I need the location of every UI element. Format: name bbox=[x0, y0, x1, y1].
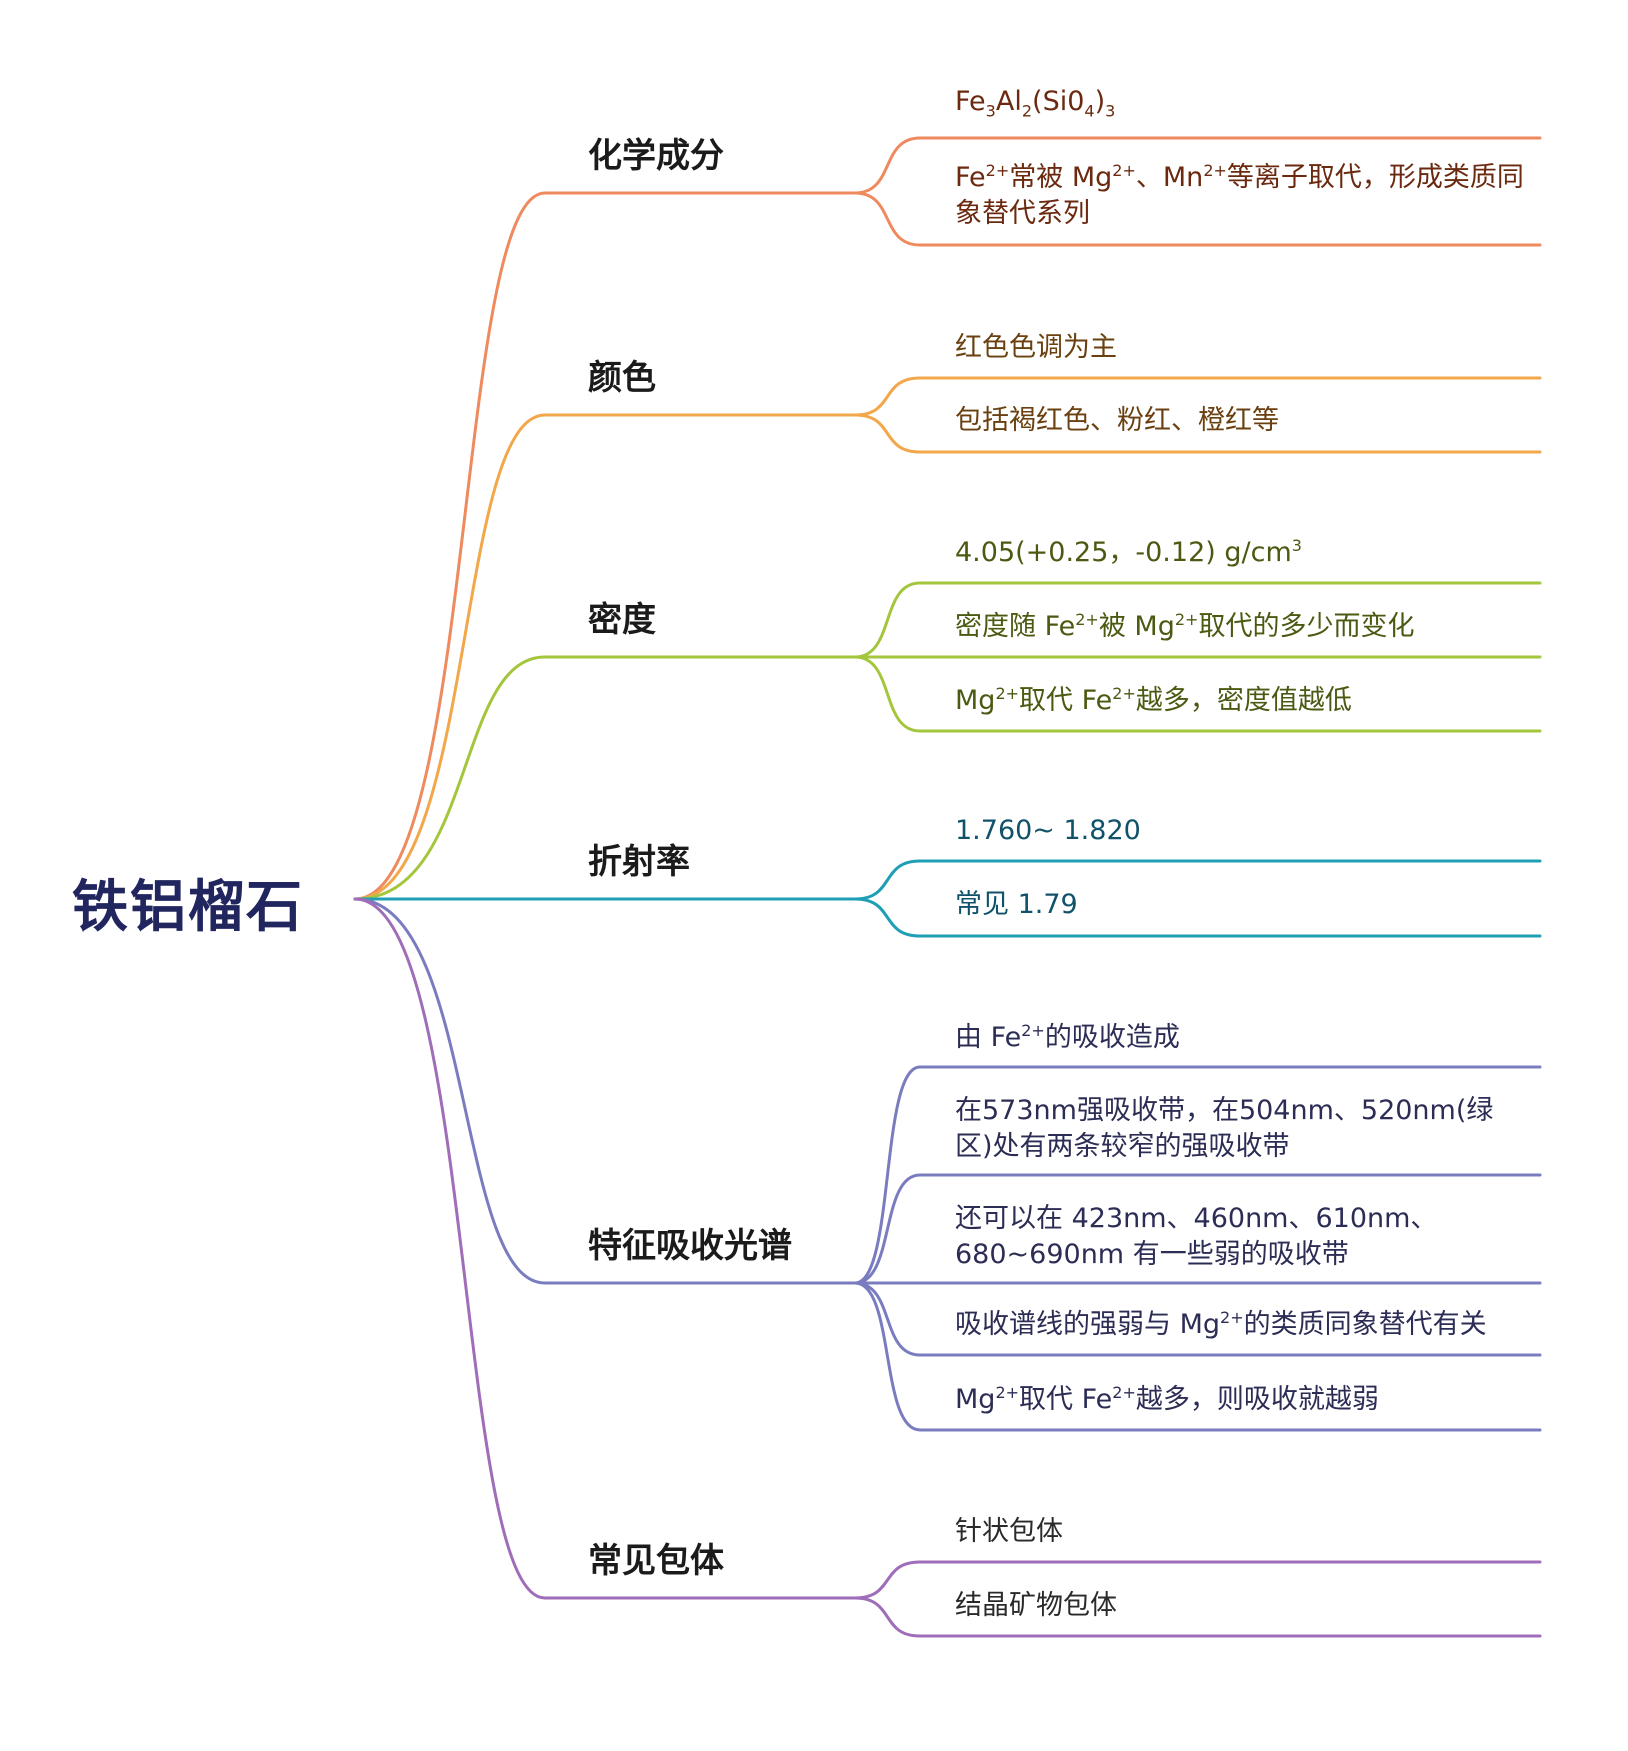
leaf-text-density-0: 4.05(+0.25，-0.12) g/cm3 bbox=[955, 535, 1525, 571]
leaf-text-segment: Al bbox=[995, 86, 1022, 117]
leaf-text-density-1: 密度随 Fe2+被 Mg2+取代的多少而变化 bbox=[955, 609, 1525, 645]
leaf-text-segment: 密度随 Fe bbox=[955, 611, 1076, 642]
leaf-text-segment: 2+ bbox=[995, 1383, 1020, 1402]
leaf-text-chemistry-1: Fe2+常被 Mg2+、Mn2+等离子取代，形成类质同象替代系列 bbox=[955, 160, 1525, 232]
leaf-text-segment: ) bbox=[1094, 86, 1106, 117]
leaf-text-segment: 的类质同象替代有关 bbox=[1243, 1309, 1487, 1340]
leaf-text-segment: 红色色调为主 bbox=[955, 332, 1117, 363]
leaf-text-segment: 等离子取代，形成类质同象替代系列 bbox=[955, 162, 1524, 229]
leaf-text-inclusions-1: 结晶矿物包体 bbox=[955, 1588, 1525, 1624]
leaf-text-absorption-spectrum-2: 还可以在 423nm、460nm、610nm、680~690nm 有一些弱的吸收… bbox=[955, 1201, 1525, 1273]
leaf-text-segment: 2+ bbox=[1112, 684, 1136, 703]
branch-label-density: 密度 bbox=[588, 600, 656, 640]
connector-root-to-inclusions bbox=[353, 897, 547, 1600]
leaf-text-segment: 2+ bbox=[1220, 1308, 1244, 1327]
leaf-line-refractive-index-0 bbox=[853, 859, 1542, 901]
leaf-text-segment: 被 Mg bbox=[1098, 611, 1175, 642]
leaf-text-segment: 2+ bbox=[985, 161, 1010, 180]
leaf-line-inclusions-0 bbox=[853, 1560, 1542, 1600]
leaf-text-inclusions-0: 针状包体 bbox=[955, 1514, 1525, 1550]
leaf-line-absorption-spectrum-1 bbox=[853, 1173, 1542, 1285]
leaf-text-segment: 2+ bbox=[1075, 610, 1099, 629]
leaf-line-chemistry-0 bbox=[853, 136, 1542, 195]
leaf-text-segment: (Si0 bbox=[1032, 86, 1085, 117]
leaf-line-refractive-index-1 bbox=[853, 897, 1542, 938]
leaf-text-segment: 由 Fe bbox=[955, 1022, 1022, 1053]
leaf-text-segment: 2+ bbox=[1203, 161, 1227, 180]
leaf-text-segment: 包括褐红色、粉红、橙红等 bbox=[955, 405, 1279, 436]
leaf-text-absorption-spectrum-4: Mg2+取代 Fe2+越多，则吸收就越弱 bbox=[955, 1382, 1525, 1418]
leaf-text-segment: 2+ bbox=[1021, 1021, 1045, 1040]
leaf-text-segment: 3 bbox=[985, 101, 996, 121]
leaf-text-segment: 常被 Mg bbox=[1009, 162, 1113, 193]
leaf-line-density-2 bbox=[853, 655, 1542, 733]
branch-label-inclusions: 常见包体 bbox=[588, 1541, 724, 1581]
leaf-text-segment: 针状包体 bbox=[955, 1516, 1063, 1547]
leaf-text-segment: 取代的多少而变化 bbox=[1198, 611, 1415, 642]
leaf-text-segment: 取代 Fe bbox=[1019, 1384, 1113, 1415]
leaf-text-segment: 2 bbox=[1021, 101, 1033, 121]
branch-label-chemistry: 化学成分 bbox=[588, 136, 724, 176]
leaf-text-segment: 在573nm强吸收带，在504nm、520nm(绿区)处有两条较窄的强吸收带 bbox=[955, 1095, 1494, 1162]
connector-root-to-density bbox=[353, 655, 547, 901]
leaf-text-segment: 1.760~ 1.820 bbox=[955, 815, 1141, 846]
leaf-text-segment: Fe bbox=[955, 86, 986, 117]
leaf-text-segment: 4.05(+0.25，-0.12) g/cm bbox=[955, 537, 1292, 568]
leaf-line-absorption-spectrum-3 bbox=[853, 1281, 1542, 1357]
leaf-line-absorption-spectrum-0 bbox=[853, 1065, 1542, 1285]
leaf-text-segment: 常见 1.79 bbox=[955, 889, 1078, 920]
leaf-line-color-0 bbox=[853, 376, 1542, 417]
leaf-text-chemistry-0: Fe3Al2(Si04)3 bbox=[955, 84, 1525, 120]
leaf-text-absorption-spectrum-0: 由 Fe2+的吸收造成 bbox=[955, 1020, 1525, 1056]
leaf-text-refractive-index-1: 常见 1.79 bbox=[955, 887, 1525, 923]
connector-root-to-absorption-spectrum bbox=[353, 897, 547, 1285]
leaf-line-density-0 bbox=[853, 581, 1542, 659]
leaf-text-absorption-spectrum-3: 吸收谱线的强弱与 Mg2+的类质同象替代有关 bbox=[955, 1307, 1525, 1343]
leaf-text-segment: Mg bbox=[955, 685, 996, 716]
leaf-text-segment: 越多，密度值越低 bbox=[1135, 685, 1352, 716]
leaf-line-chemistry-1 bbox=[853, 191, 1542, 247]
leaf-text-segment: 2+ bbox=[1112, 161, 1136, 180]
leaf-text-segment: 2+ bbox=[995, 684, 1020, 703]
root-topic: 铁铝榴石 bbox=[72, 875, 304, 940]
leaf-text-segment: Mg bbox=[955, 1384, 996, 1415]
leaf-text-segment: 结晶矿物包体 bbox=[955, 1590, 1117, 1621]
leaf-line-color-1 bbox=[853, 413, 1542, 454]
leaf-text-segment: 还可以在 423nm、460nm、610nm、680~690nm 有一些弱的吸收… bbox=[955, 1203, 1438, 1270]
leaf-text-density-2: Mg2+取代 Fe2+越多，密度值越低 bbox=[955, 683, 1525, 719]
branch-label-refractive-index: 折射率 bbox=[588, 842, 690, 882]
connector-root-to-color bbox=[353, 413, 547, 901]
leaf-text-segment: 3 bbox=[1291, 536, 1302, 555]
leaf-text-color-0: 红色色调为主 bbox=[955, 330, 1525, 366]
branch-label-absorption-spectrum: 特征吸收光谱 bbox=[588, 1226, 792, 1266]
leaf-text-segment: 的吸收造成 bbox=[1044, 1022, 1180, 1053]
leaf-text-segment: 吸收谱线的强弱与 Mg bbox=[955, 1309, 1221, 1340]
connector-root-to-chemistry bbox=[353, 191, 547, 901]
leaf-text-segment: 2+ bbox=[1174, 610, 1199, 629]
leaf-text-segment: 4 bbox=[1084, 101, 1095, 121]
leaf-text-color-1: 包括褐红色、粉红、橙红等 bbox=[955, 403, 1525, 439]
leaf-text-segment: 3 bbox=[1105, 101, 1116, 121]
leaf-line-absorption-spectrum-4 bbox=[853, 1281, 1542, 1432]
leaf-text-refractive-index-0: 1.760~ 1.820 bbox=[955, 813, 1525, 849]
leaf-text-segment: 越多，则吸收就越弱 bbox=[1135, 1384, 1379, 1415]
branch-label-color: 颜色 bbox=[588, 358, 656, 398]
leaf-text-segment: Fe bbox=[955, 162, 986, 193]
leaf-line-inclusions-1 bbox=[853, 1596, 1542, 1638]
leaf-text-segment: 、Mn bbox=[1135, 162, 1204, 193]
leaf-text-absorption-spectrum-1: 在573nm强吸收带，在504nm、520nm(绿区)处有两条较窄的强吸收带 bbox=[955, 1093, 1525, 1165]
leaf-text-segment: 2+ bbox=[1112, 1383, 1136, 1402]
leaf-text-segment: 取代 Fe bbox=[1019, 685, 1113, 716]
